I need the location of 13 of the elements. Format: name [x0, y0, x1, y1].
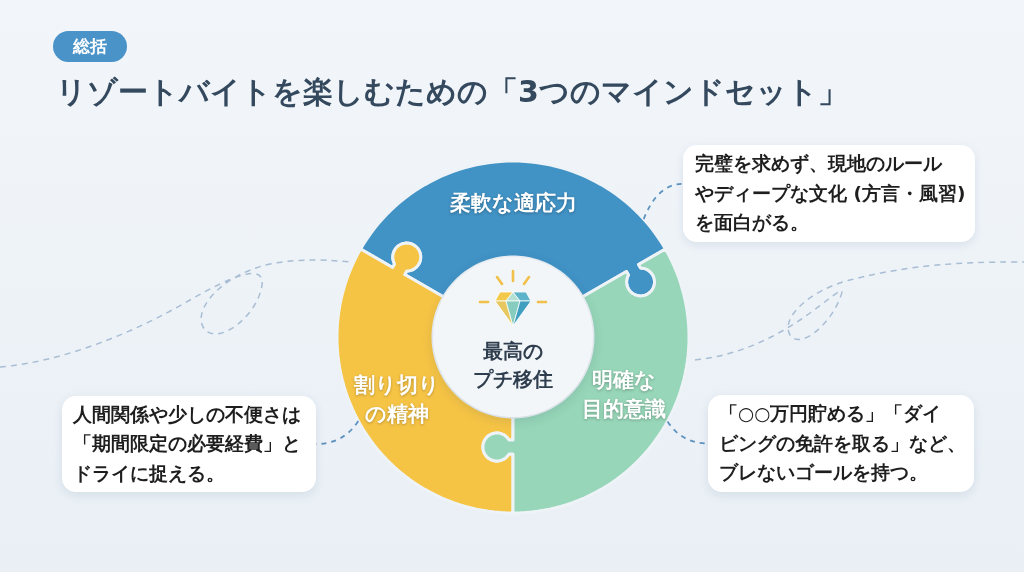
center-label: 最高のプチ移住	[472, 338, 554, 393]
piece-label: 柔軟な適応力	[449, 189, 577, 217]
piece-label: 明確な目的意識	[581, 367, 667, 423]
callout-text: 「○○万円貯める」「ダイビングの免許を取る」など、ブレないゴールを持つ。	[719, 402, 967, 486]
category-tag: 総括	[53, 31, 127, 62]
piece-label: 割り切りの精神	[353, 372, 441, 428]
callout-box	[683, 145, 975, 242]
callout-text: 完璧を求めず、現地のルールやディープな文化 (方言・風習)を面白がる。	[695, 152, 967, 236]
callout-text: 人間関係や少しの不便さは「期間限定の必要経費」とドライに捉える。	[73, 402, 302, 486]
callout-box	[708, 395, 974, 492]
leader-line	[642, 182, 684, 221]
title: リゾートバイトを楽しむための「3つのマインドセット」	[56, 74, 848, 110]
callout-box	[62, 396, 316, 492]
